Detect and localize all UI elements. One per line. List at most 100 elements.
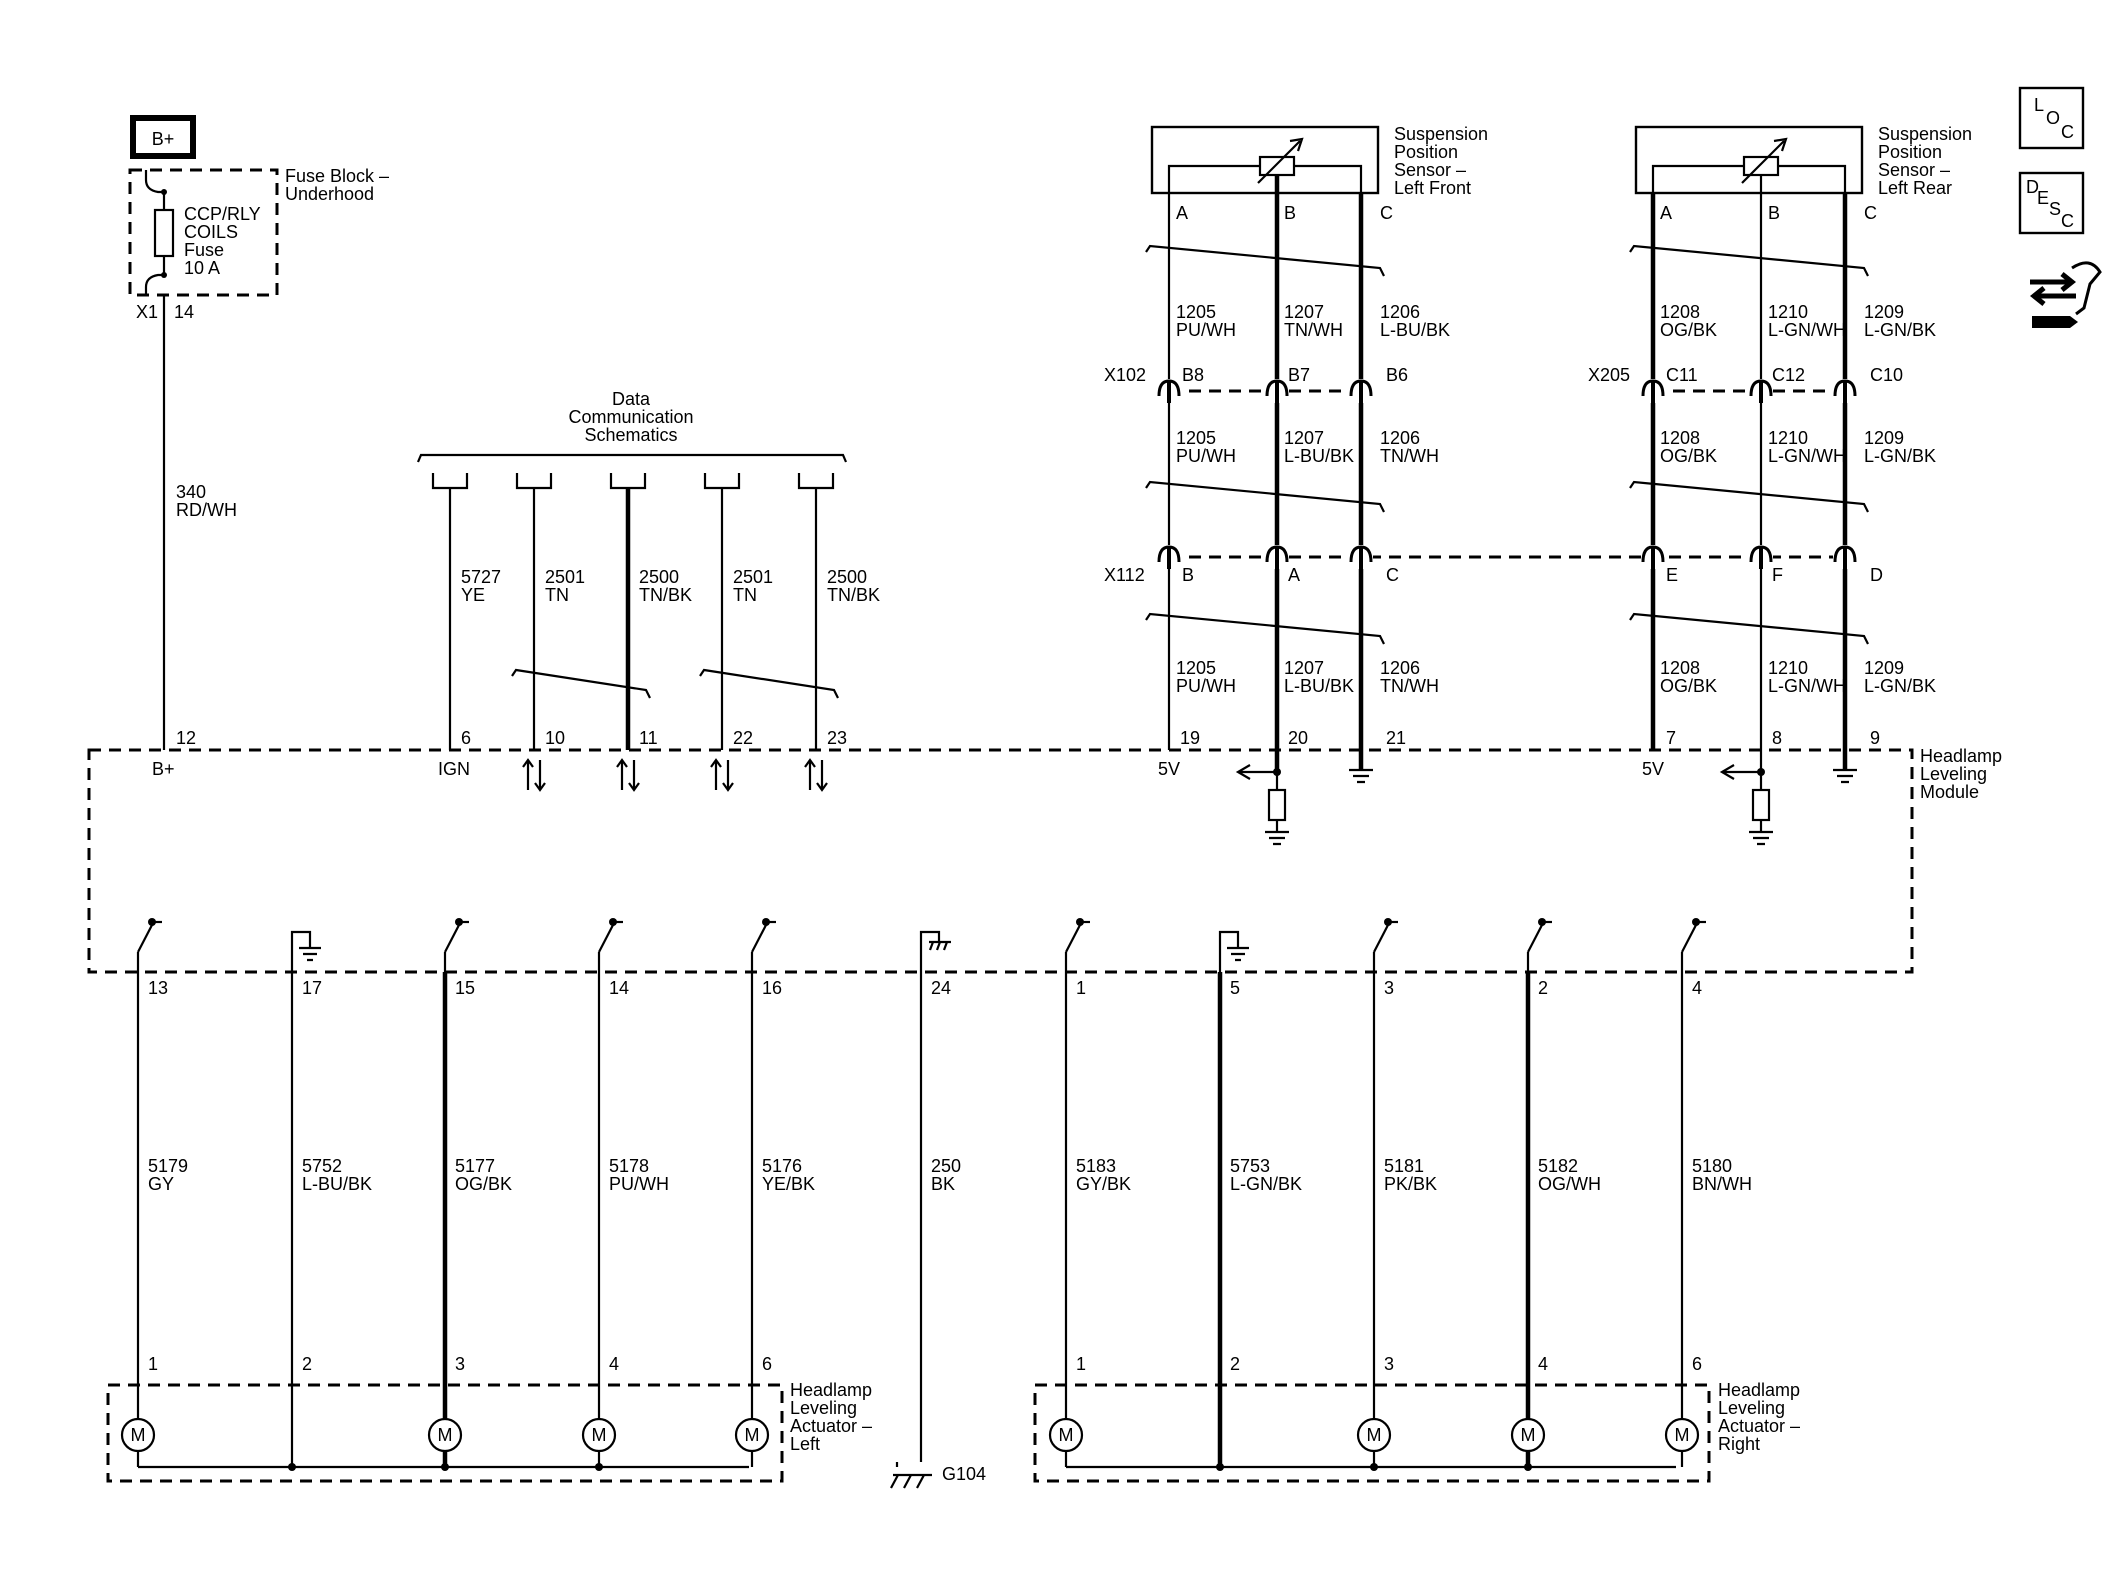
twisted-wire-marker <box>1145 612 1385 645</box>
pin-label: C11 <box>1666 365 1698 385</box>
data-wire-2500: 2500 TN/BK 11 <box>609 473 692 750</box>
fuse-label: CCP/RLY <box>184 204 261 224</box>
actuator-pin-label: 4 <box>1538 1354 1548 1374</box>
bidirectional-arrow-icon <box>522 758 546 792</box>
wire-number: 5183 <box>1076 1156 1116 1176</box>
ground-icon <box>299 946 321 962</box>
bplus-input-label: B+ <box>152 759 175 779</box>
twisted-wire-marker <box>1629 612 1869 645</box>
switch-icon <box>751 924 767 953</box>
pin-label: B <box>1182 565 1194 585</box>
motor-letter: M <box>1675 1425 1690 1445</box>
pin-label: 9 <box>1870 728 1880 748</box>
icon-letter: C <box>2061 122 2074 142</box>
pin-label: C <box>1864 203 1877 223</box>
pin-label: 23 <box>827 728 847 748</box>
wire-color: TN/BK <box>639 585 692 605</box>
wire-number: 1206 <box>1380 658 1420 678</box>
fuse-label: Fuse <box>184 240 224 260</box>
actuator-pin-label: 1 <box>148 1354 158 1374</box>
motor-letter: M <box>745 1425 760 1445</box>
sensor-left-rear: Suspension Position Sensor – Left Rear A… <box>1588 124 1972 846</box>
5v-label: 5V <box>1642 759 1664 779</box>
pin-label: C <box>1386 565 1399 585</box>
wire-number: 250 <box>931 1156 961 1176</box>
wire-number: 1207 <box>1284 428 1324 448</box>
actuator-pin-label: 3 <box>455 1354 465 1374</box>
twisted-wire-marker <box>1145 480 1385 513</box>
wire-color: L-GN/WH <box>1768 446 1846 466</box>
ground-g104: G104 <box>890 1462 986 1489</box>
motor-letter: M <box>131 1425 146 1445</box>
wire-number: 1209 <box>1864 428 1904 448</box>
switch-icon <box>444 924 460 953</box>
pin-label: 17 <box>302 978 322 998</box>
wire-number: 5752 <box>302 1156 342 1176</box>
switch-icon <box>1373 924 1389 953</box>
data-wire-5727: 5727 YE 6 <box>431 473 501 750</box>
motor-icon: M <box>1664 1417 1700 1453</box>
wire-number: 1206 <box>1380 428 1420 448</box>
switch-icon <box>1681 924 1697 953</box>
actuator-name: Headlamp <box>1718 1380 1800 1400</box>
wire-color: PU/WH <box>1176 446 1236 466</box>
sensor-name: Suspension <box>1394 124 1488 144</box>
pin-label: A <box>1288 565 1300 585</box>
wire-number: 5181 <box>1384 1156 1424 1176</box>
loc-icon[interactable]: L O C <box>2018 86 2085 150</box>
motor-icon: M <box>734 1417 770 1453</box>
pin-label: A <box>1176 203 1188 223</box>
desc-icon[interactable]: D E S C <box>2018 171 2085 235</box>
wire-color: BK <box>931 1174 955 1194</box>
actuator-pin-label: 1 <box>1076 1354 1086 1374</box>
icon-letter: D <box>2026 177 2039 197</box>
pin-label: 4 <box>1692 978 1702 998</box>
pin-label: 12 <box>176 728 196 748</box>
wire-color: L-BU/BK <box>1284 676 1354 696</box>
icon-letter: E <box>2037 188 2049 208</box>
switch-icon <box>598 924 614 953</box>
wire-color: L-GN/WH <box>1768 320 1846 340</box>
actuator-right: Headlamp Leveling Actuator – Right <box>1033 1380 1800 1483</box>
actuator-pin-label: 4 <box>609 1354 619 1374</box>
pin-label: B8 <box>1182 365 1204 385</box>
pin-label: 24 <box>931 978 951 998</box>
wire-color: PU/WH <box>1176 676 1236 696</box>
icon-letter: L <box>2034 95 2044 115</box>
pin-label: 6 <box>461 728 471 748</box>
pin-label: 7 <box>1666 728 1676 748</box>
sensor-left-front: Suspension Position Sensor – Left Front … <box>1104 124 1853 846</box>
connector-terminals <box>1157 379 1857 569</box>
ground-icon <box>1833 768 1857 784</box>
pin-label: B <box>1768 203 1780 223</box>
pin-label: E <box>1666 565 1678 585</box>
module-name: Headlamp <box>1920 746 2002 766</box>
wire-number: 1208 <box>1660 428 1700 448</box>
wire-number: 1207 <box>1284 658 1324 678</box>
signal-arrow-icon <box>1719 764 1761 780</box>
actuator-name: Actuator – <box>1718 1416 1800 1436</box>
wire-color: TN/WH <box>1380 446 1439 466</box>
sensor-name: Position <box>1878 142 1942 162</box>
motor-letter: M <box>1059 1425 1074 1445</box>
pin-label: 1 <box>1076 978 1086 998</box>
wire-color: OG/BK <box>1660 446 1717 466</box>
data-comm-title: Schematics <box>584 425 677 445</box>
actuator-pin-label: 3 <box>1384 1354 1394 1374</box>
wire-color: PU/WH <box>609 1174 669 1194</box>
wire-color: YE <box>461 585 485 605</box>
wire-color: GY <box>148 1174 174 1194</box>
wire-color: L-BU/BK <box>1284 446 1354 466</box>
data-wire-2500-b: 2500 TN/BK 23 <box>797 473 880 750</box>
wire-number: 5179 <box>148 1156 188 1176</box>
connector-tool-icon[interactable] <box>2029 261 2102 328</box>
wire-color: L-GN/BK <box>1864 446 1936 466</box>
data-comm-title: Communication <box>568 407 693 427</box>
ground-icon <box>1349 768 1373 784</box>
chassis-ground-icon <box>928 940 951 951</box>
ground-icon <box>1265 830 1289 846</box>
